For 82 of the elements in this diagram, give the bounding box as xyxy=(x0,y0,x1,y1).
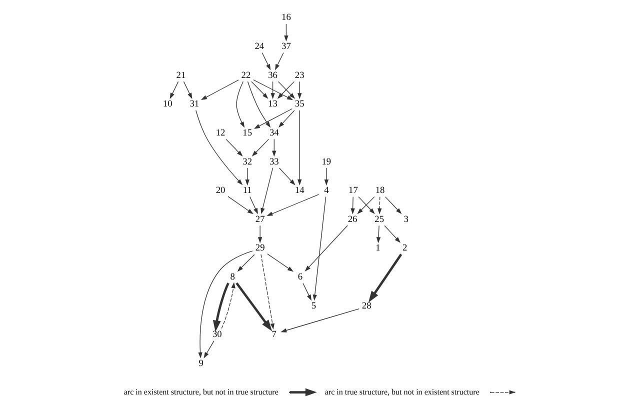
arrow xyxy=(384,196,402,214)
arrow xyxy=(270,80,275,99)
arrow xyxy=(324,167,329,186)
arrow xyxy=(302,282,312,300)
node-text: 21 xyxy=(176,70,186,80)
arrow xyxy=(368,253,402,302)
arrow xyxy=(260,254,274,329)
node-text: 13 xyxy=(268,99,278,110)
arrow xyxy=(266,194,320,216)
arrow xyxy=(298,110,302,185)
arrow xyxy=(304,224,348,271)
node-text: 33 xyxy=(269,156,279,167)
arrow xyxy=(258,224,262,243)
node-text: 27 xyxy=(255,214,265,224)
node-text: 7 xyxy=(272,330,276,340)
arrow xyxy=(170,80,179,99)
arrow xyxy=(221,282,236,328)
arrow xyxy=(278,110,295,128)
node-text: 34 xyxy=(269,128,279,138)
arrow xyxy=(196,110,243,185)
node-text: 5 xyxy=(311,300,316,311)
arrow xyxy=(298,80,302,99)
node-text: 19 xyxy=(322,156,332,167)
node-text: 37 xyxy=(282,42,291,52)
arrow xyxy=(247,80,271,128)
node-text: 36 xyxy=(268,70,278,80)
arrow xyxy=(312,196,326,300)
node-text: 25 xyxy=(374,214,384,224)
arrow xyxy=(198,250,253,358)
node-text: 2 xyxy=(402,243,408,254)
node-text: 30 xyxy=(212,330,222,340)
arrow xyxy=(245,167,250,186)
arrow xyxy=(280,308,360,332)
arrow xyxy=(204,340,214,358)
arrow xyxy=(228,196,254,214)
arrow xyxy=(384,224,401,242)
node-text: 4 xyxy=(324,186,329,196)
node-text: 16 xyxy=(282,12,291,23)
arrow xyxy=(237,254,255,272)
arrow xyxy=(236,80,245,128)
arrow xyxy=(267,253,294,272)
node-text: 17 xyxy=(348,186,358,196)
arrow xyxy=(183,80,192,99)
node-text: 15 xyxy=(242,128,252,138)
arrow xyxy=(278,167,296,185)
node-text: 22 xyxy=(241,70,251,80)
arrow xyxy=(274,52,284,70)
arrow xyxy=(251,80,268,98)
node-text: 28 xyxy=(362,300,372,311)
node-text: 10 xyxy=(162,99,172,110)
arrow xyxy=(272,138,276,156)
arrow xyxy=(226,138,243,156)
node-text: 26 xyxy=(348,214,358,224)
node-text: 35 xyxy=(294,99,304,110)
node-text: 6 xyxy=(298,272,303,282)
node-text: 29 xyxy=(255,243,265,254)
arrow xyxy=(253,79,294,100)
arrow xyxy=(200,79,239,100)
arrow xyxy=(250,196,258,214)
arrow xyxy=(260,167,274,214)
node-text: 31 xyxy=(190,99,200,110)
node-text: 32 xyxy=(242,156,252,167)
node-text: 8 xyxy=(230,272,235,282)
arrow xyxy=(376,224,381,243)
arrow xyxy=(284,23,288,41)
node-text: 3 xyxy=(404,214,408,224)
arrow xyxy=(212,282,230,332)
node-text: 1 xyxy=(376,243,380,254)
node-text: 14 xyxy=(294,186,304,196)
arrow xyxy=(252,138,270,156)
arrow xyxy=(254,108,292,128)
arrow xyxy=(236,282,272,331)
node-text: 24 xyxy=(254,42,264,52)
arrow xyxy=(262,52,271,70)
node-text: 18 xyxy=(375,186,385,196)
node-text: 20 xyxy=(216,186,226,196)
node-text: 11 xyxy=(242,186,252,196)
node-text: 12 xyxy=(216,128,226,138)
arrow xyxy=(350,196,355,214)
arrow xyxy=(378,196,382,214)
node-text: 23 xyxy=(294,70,304,80)
node-text: 9 xyxy=(198,358,204,368)
